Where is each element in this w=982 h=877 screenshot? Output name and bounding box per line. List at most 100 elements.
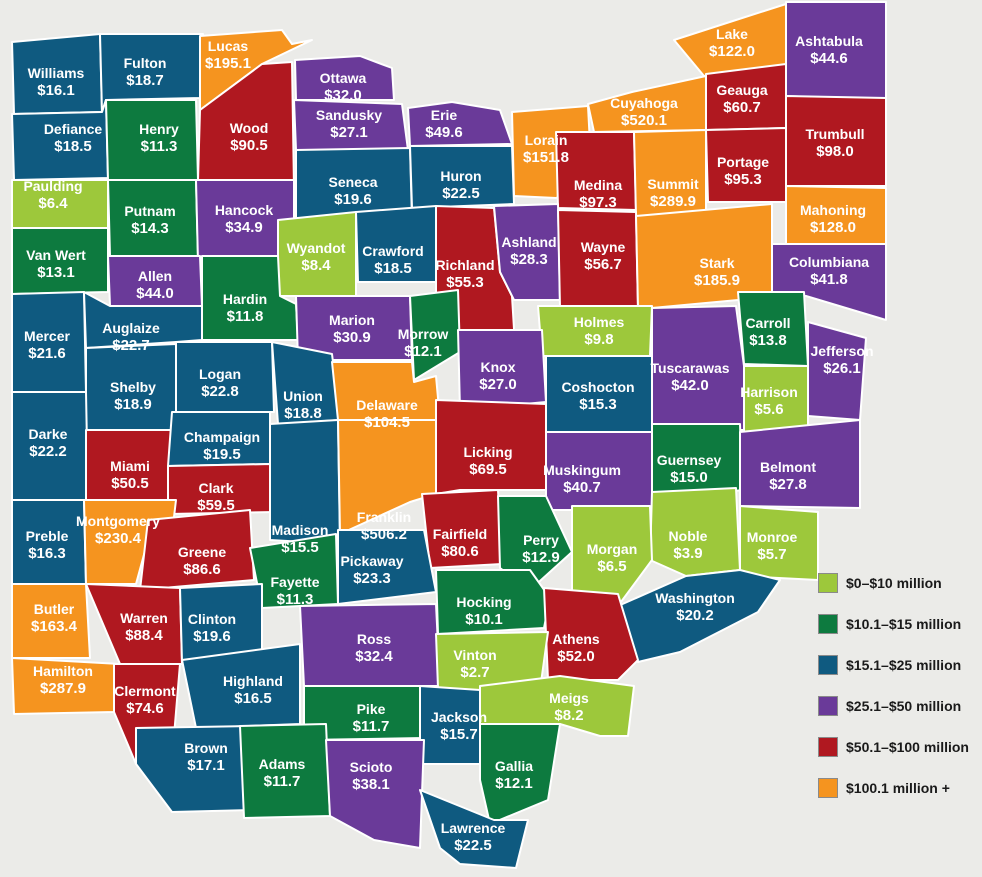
county-label-henry: Henry$11.3	[139, 121, 179, 155]
county-name: Clermont	[114, 683, 176, 699]
county-label-ashtabula: Ashtabula$44.6	[795, 33, 863, 67]
county-value: $289.9	[650, 193, 696, 210]
county-name: Richland	[435, 257, 495, 273]
county-label-scioto: Scioto$38.1	[350, 759, 393, 793]
county-value: $11.3	[276, 591, 314, 608]
county-name: Lake	[716, 26, 748, 42]
county-label-lorain: Lorain$151.8	[523, 132, 569, 166]
county-label-hamilton: Hamilton$287.9	[33, 663, 93, 697]
county-name: Holmes	[573, 314, 625, 330]
county-label-allen: Allen$44.0	[136, 268, 174, 302]
county-value: $14.3	[131, 220, 169, 237]
county-value: $9.8	[584, 331, 614, 348]
county-value: $80.6	[441, 543, 479, 560]
legend: $0–$10 million $10.1–$15 million $15.1–$25…	[818, 572, 969, 818]
county-value: $44.0	[136, 285, 174, 302]
county-morgan	[571, 505, 653, 607]
county-label-darke: Darke$22.2	[29, 426, 68, 460]
county-erie	[407, 101, 513, 147]
county-name: Gallia	[494, 758, 534, 774]
county-value: $15.3	[579, 396, 617, 413]
county-value: $13.1	[37, 264, 75, 281]
county-label-ross: Ross$32.4	[355, 631, 393, 665]
county-label-jackson: Jackson$15.7	[431, 709, 487, 743]
county-name: Wayne	[580, 239, 626, 255]
county-value: $16.1	[37, 82, 75, 99]
county-label-noble: Noble$3.9	[669, 528, 708, 562]
county-name: Medina	[573, 177, 623, 193]
county-label-franklin: Franklin$506.2	[357, 509, 411, 543]
county-value: $104.5	[364, 414, 410, 431]
county-value: $30.9	[333, 329, 371, 346]
county-label-williams: Williams$16.1	[28, 65, 85, 99]
county-label-miami: Miami$50.5	[110, 458, 150, 492]
county-label-butler: Butler$163.4	[31, 601, 77, 635]
county-name: Noble	[668, 528, 708, 544]
county-marion	[295, 295, 413, 361]
county-huron	[409, 145, 515, 209]
county-value: $11.7	[263, 773, 301, 790]
county-label-morrow: Morrow$12.1	[398, 326, 449, 360]
county-name: Pickaway	[340, 553, 404, 569]
county-label-paulding: Paulding$6.4	[23, 178, 82, 212]
county-name: Licking	[463, 444, 513, 460]
county-name: Stark	[699, 255, 735, 271]
county-value: $12.1	[495, 775, 533, 792]
county-name: Lawrence	[440, 820, 506, 836]
county-value: $20.2	[676, 607, 714, 624]
county-value: $27.8	[769, 476, 807, 493]
county-name: Warren	[120, 610, 168, 626]
county-label-vinton: Vinton$2.7	[453, 647, 496, 681]
county-value: $18.5	[54, 138, 92, 155]
county-value: $95.3	[724, 171, 762, 188]
county-gallia	[479, 723, 561, 825]
county-label-medina: Medina$97.3	[574, 177, 622, 211]
county-value: $11.7	[352, 718, 390, 735]
county-label-clermont: Clermont$74.6	[114, 683, 175, 717]
county-name: Knox	[480, 359, 516, 375]
county-name: Clark	[198, 480, 234, 496]
county-name: Union	[283, 388, 323, 404]
county-name: Tuscarawas	[650, 360, 730, 376]
county-name: Ross	[356, 631, 392, 647]
county-value: $15.5	[281, 539, 319, 556]
county-value: $26.1	[823, 360, 861, 377]
county-value: $27.1	[330, 124, 368, 141]
county-label-lake: Lake$122.0	[709, 26, 755, 60]
county-name: Paulding	[23, 178, 83, 194]
county-name: Lorain	[524, 132, 568, 148]
legend-label: $15.1–$25 million	[846, 657, 962, 673]
county-name: Madison	[271, 522, 329, 538]
county-value: $18.8	[284, 405, 322, 422]
county-name: Mahoning	[799, 202, 867, 218]
county-value: $90.5	[230, 137, 268, 154]
county-value: $13.8	[749, 332, 787, 349]
county-label-richland: Richland$55.3	[435, 257, 494, 291]
county-value: $6.4	[38, 195, 68, 212]
county-label-wyandot: Wyandot$8.4	[287, 240, 346, 274]
county-name: Fulton	[123, 55, 167, 71]
county-name: Fairfield	[432, 526, 488, 542]
county-name: Adams	[258, 756, 306, 772]
county-label-clinton: Clinton$19.6	[188, 611, 236, 645]
county-label-huron: Huron$22.5	[440, 168, 481, 202]
legend-label: $0–$10 million	[846, 575, 942, 591]
county-label-brown: Brown$17.1	[184, 740, 228, 774]
county-butler	[11, 583, 91, 659]
county-label-lucas: Lucas$195.1	[205, 38, 251, 72]
legend-item: $10.1–$15 million	[818, 613, 969, 635]
county-value: $6.5	[597, 558, 627, 575]
county-scioto	[325, 739, 425, 849]
county-label-muskingum: Muskingum$40.7	[543, 462, 621, 496]
county-label-hocking: Hocking$10.1	[456, 594, 511, 628]
county-label-trumbull: Trumbull$98.0	[805, 126, 864, 160]
county-name: Portage	[716, 154, 770, 170]
county-label-monroe: Monroe$5.7	[747, 529, 798, 563]
county-name: Cuyahoga	[610, 95, 678, 111]
legend-swatch	[818, 614, 838, 634]
county-value: $12.9	[522, 549, 560, 566]
county-value: $23.3	[353, 570, 391, 587]
county-value: $22.2	[29, 443, 67, 460]
county-value: $520.1	[621, 112, 667, 129]
